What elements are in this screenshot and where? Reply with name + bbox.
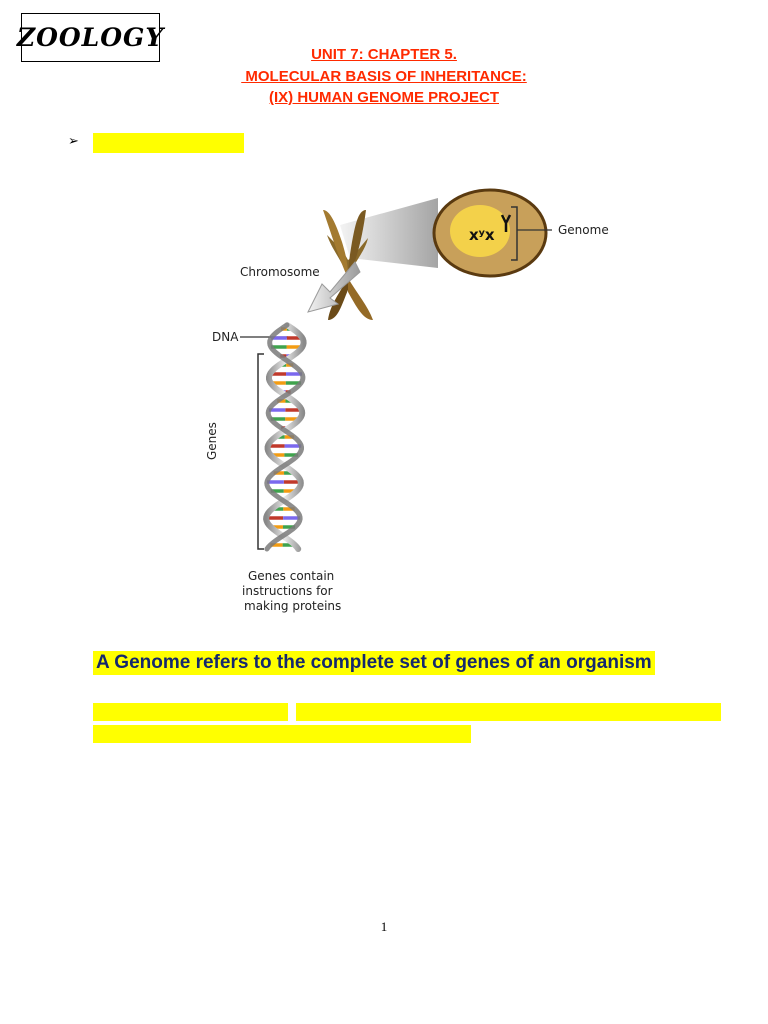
page-number: 1: [380, 919, 388, 934]
highlight-block: [93, 133, 244, 153]
genes-label: Genes: [205, 422, 219, 460]
zoom-cone-shape: [340, 198, 438, 268]
dna-label: DNA: [212, 330, 239, 344]
dna-strand-shape: [263, 322, 307, 552]
genes-caption-line2: instructions for: [242, 584, 333, 598]
zoom-arrow-shape: [307, 261, 361, 313]
genes-bracket-shape: [257, 353, 264, 550]
highlight-block: [93, 725, 471, 743]
genome-label: Genome: [558, 223, 609, 237]
zoology-logo-text: ZOOLOGY: [16, 23, 165, 52]
section-title-heading: (IX) HUMAN GENOME PROJECT: [268, 89, 499, 106]
genes-caption-line1: Genes contain: [248, 569, 334, 583]
genome-definition: A Genome refers to the complete set of g…: [93, 651, 655, 675]
chromosome-label: Chromosome: [240, 265, 320, 279]
zoology-logo-box: ZOOLOGY: [17, 13, 163, 62]
chromosome-icon: [323, 210, 373, 320]
unit-chapter-heading: UNIT 7: CHAPTER 5.: [311, 46, 457, 63]
cell-icon: xʸx: [432, 188, 548, 278]
dna-strand-shape: [264, 322, 306, 552]
genome-bracket-shape: [511, 206, 518, 261]
highlight-block: [93, 703, 288, 721]
dna-helix-icon: [263, 322, 307, 552]
genes-caption-line3: making proteins: [244, 599, 341, 613]
svg-text:xʸx: xʸx: [469, 226, 495, 244]
genome-diagram: xʸx Genome Chromosome DNA Genes Genes co…: [205, 188, 609, 613]
arrow-bullet-icon: ➢: [68, 134, 79, 149]
highlight-block: [296, 703, 721, 721]
chapter-title-heading: MOLECULAR BASIS OF INHERITANCE:: [241, 68, 527, 85]
